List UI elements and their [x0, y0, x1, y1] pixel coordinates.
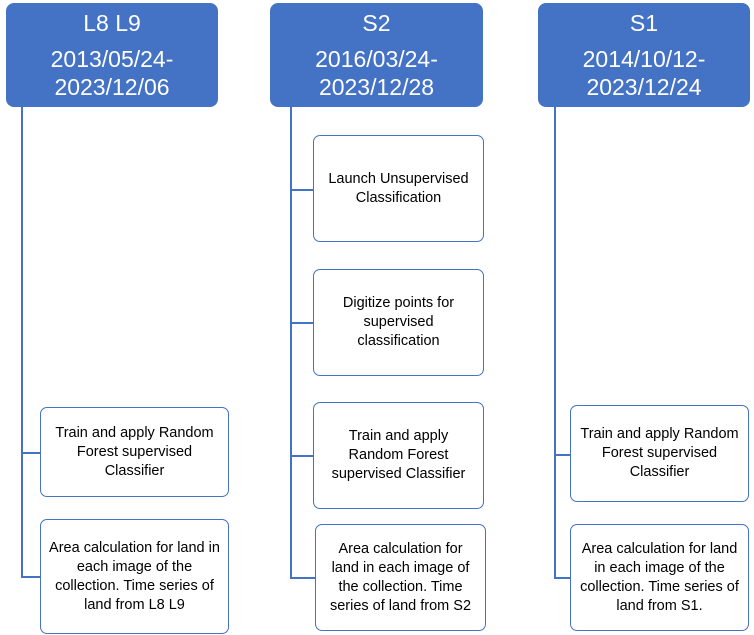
- header-s2: S2 2016/03/24- 2023/12/28: [270, 3, 483, 107]
- step-area-calculation: Area calculation for land in each image …: [40, 519, 229, 634]
- connector-branch: [290, 189, 313, 191]
- step-digitize-points: Digitize points for supervised classific…: [313, 269, 484, 376]
- step-area-calculation: Area calculation for land in each image …: [570, 524, 749, 631]
- header-title: L8 L9: [83, 10, 141, 36]
- step-train-classifier: Train and apply Random Forest supervised…: [40, 407, 229, 497]
- connector-trunk: [290, 107, 292, 578]
- header-s1: S1 2014/10/12- 2023/12/24: [538, 3, 750, 107]
- step-train-classifier: Train and apply Random Forest supervised…: [313, 402, 484, 509]
- header-title: S2: [362, 10, 391, 36]
- connector-branch: [290, 455, 313, 457]
- header-l8-l9: L8 L9 2013/05/24- 2023/12/06: [6, 3, 218, 107]
- connector-branch: [554, 577, 570, 579]
- connector-branch: [21, 576, 40, 578]
- connector-trunk: [554, 107, 556, 579]
- connector-branch: [290, 577, 315, 579]
- header-dates: 2013/05/24- 2023/12/06: [50, 46, 174, 100]
- header-dates: 2014/10/12- 2023/12/24: [582, 46, 706, 100]
- connector-branch: [554, 454, 570, 456]
- step-unsupervised-classification: Launch Unsupervised Classification: [313, 135, 484, 242]
- header-dates: 2016/03/24- 2023/12/28: [315, 46, 438, 100]
- step-area-calculation: Area calculation for land in each image …: [315, 524, 486, 631]
- step-train-classifier: Train and apply Random Forest supervised…: [570, 405, 749, 502]
- connector-branch: [21, 452, 40, 454]
- header-title: S1: [629, 10, 659, 36]
- connector-trunk: [21, 107, 23, 577]
- connector-branch: [290, 322, 313, 324]
